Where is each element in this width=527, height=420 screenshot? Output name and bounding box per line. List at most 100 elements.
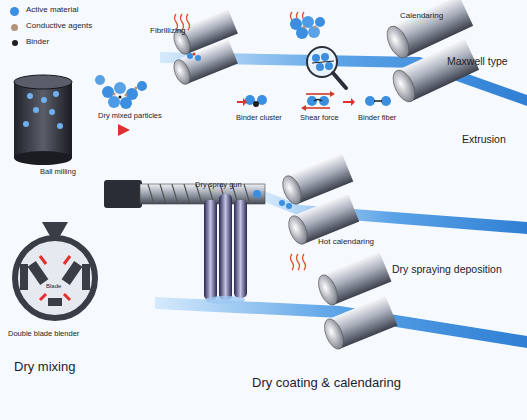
- double-blade-blender: [82, 264, 90, 290]
- shear-force-symbol: [314, 100, 322, 102]
- calendaring-rollers: [389, 67, 420, 105]
- binder-fiber-symbol: [365, 96, 391, 106]
- part-label: Blade: [46, 283, 61, 290]
- binder-fiber-symbol: [381, 96, 391, 106]
- extrusion-rollers: [279, 200, 285, 206]
- dry-mixed-particles: [108, 96, 120, 108]
- legend-text: Active material: [26, 6, 78, 15]
- ball-mill: [14, 151, 72, 165]
- ball-mill: [14, 75, 72, 89]
- equipment-label: Double blade blender: [8, 330, 79, 338]
- binder-fiber-symbol: [365, 96, 375, 106]
- magnifier: [312, 61, 334, 63]
- shear-force-symbol: [330, 91, 335, 97]
- ball-mill: [14, 75, 72, 165]
- particle-cluster-top: [302, 16, 314, 28]
- ball-mill: [53, 91, 59, 97]
- particle-cluster-top: [313, 25, 316, 28]
- dry-mixed-particles: [114, 82, 126, 94]
- dry-mixed-particles: [119, 96, 122, 99]
- extrusion-rollers: [286, 203, 292, 209]
- shear-force-symbol: [306, 107, 330, 109]
- dry-spray-gun: [219, 194, 232, 300]
- fibrillizing-rollers: [193, 53, 196, 56]
- dry-mixed-particles: [95, 75, 147, 109]
- extrusion-rollers: [279, 154, 359, 247]
- particle-cluster-top: [315, 17, 325, 27]
- ball-mill: [14, 82, 72, 158]
- ball-mill: [33, 107, 39, 113]
- step-label: Calendaring: [400, 12, 443, 21]
- section-title: Dry coating & calendaring: [252, 376, 401, 390]
- shear-force-symbol: [307, 96, 317, 106]
- heat-symbol: [291, 254, 306, 270]
- magnifier: [316, 63, 324, 71]
- dry-mixed-particles: [113, 93, 116, 96]
- heat-symbol: [175, 12, 306, 30]
- ball-mill: [49, 109, 55, 115]
- calendaring-rollers: [383, 23, 414, 61]
- hot-calendaring-rollers: [315, 252, 398, 352]
- double-blade-blender: [64, 256, 70, 264]
- double-blade-blender: [15, 238, 95, 318]
- dry-spray-gun: [204, 194, 247, 304]
- heat-symbol: [303, 254, 306, 270]
- ball-mill: [57, 123, 63, 129]
- legend-text: Conductive agents: [26, 22, 92, 31]
- screw-extruder: [253, 190, 261, 198]
- hot-calendaring-rollers: [315, 272, 342, 308]
- binder-cluster-symbol: [245, 95, 267, 107]
- dry-mixed-particles: [135, 87, 138, 90]
- double-blade-blender: [48, 298, 62, 306]
- particle-cluster-top: [308, 26, 320, 38]
- magnifier: [333, 73, 346, 88]
- double-blade-blender: [28, 261, 49, 285]
- process-arrow: [237, 98, 355, 106]
- fibrillizing-rollers: [171, 57, 194, 86]
- particle-cluster-top: [302, 25, 305, 28]
- double-blade-blender: [64, 294, 70, 300]
- magnifier: [312, 54, 320, 62]
- ball-mill: [41, 97, 47, 103]
- feed-arrow: [118, 124, 130, 136]
- shear-force-symbol: [301, 91, 335, 111]
- equipment-label: Dry spray gun: [195, 181, 242, 189]
- shear-force-symbol: [306, 93, 330, 95]
- magnifier: [307, 47, 346, 88]
- dry-spray-gun: [204, 200, 217, 300]
- dry-mixed-particles: [125, 94, 128, 97]
- process-arrow: [237, 98, 247, 106]
- heat-symbol: [291, 254, 294, 270]
- double-blade-blender: [40, 294, 46, 300]
- process-title: Extrusion: [462, 134, 506, 146]
- fibrillizing-rollers: [187, 53, 193, 59]
- dry-mixed-particles: [137, 81, 147, 91]
- dry-mixed-particles: [95, 75, 105, 85]
- extrusion-rollers: [279, 173, 305, 207]
- dry-mixed-particles: [102, 86, 114, 98]
- heat-symbol: [297, 254, 300, 270]
- double-blade-blender: [62, 261, 83, 285]
- step-label: Fibrillizing: [150, 27, 186, 36]
- legend-text: Binder: [26, 38, 49, 47]
- step-label: Dry mixed particles: [98, 112, 162, 120]
- legend-swatch: [10, 7, 19, 16]
- fibrillizing-rollers: [171, 9, 238, 86]
- double-blade-blender: [42, 222, 68, 236]
- process-title: Dry spraying deposition: [392, 264, 502, 276]
- binder-fiber-symbol: [374, 100, 382, 102]
- dry-spray-gun: [234, 200, 247, 298]
- dry-spray-gun: [205, 296, 245, 304]
- calendaring-rollers: [383, 0, 479, 105]
- hot-calendaring-rollers: [321, 296, 398, 352]
- calendaring-rollers: [389, 39, 479, 105]
- mechanism-label: Shear force: [300, 114, 339, 122]
- section-title: Dry mixing: [14, 360, 75, 374]
- legend-swatch: [11, 24, 18, 31]
- screw-extruder: [104, 180, 142, 208]
- particle-cluster-top: [290, 16, 325, 39]
- dry-mixed-particles: [120, 97, 132, 109]
- double-blade-blender: [15, 222, 95, 318]
- mechanism-label: Binder fiber: [358, 114, 396, 122]
